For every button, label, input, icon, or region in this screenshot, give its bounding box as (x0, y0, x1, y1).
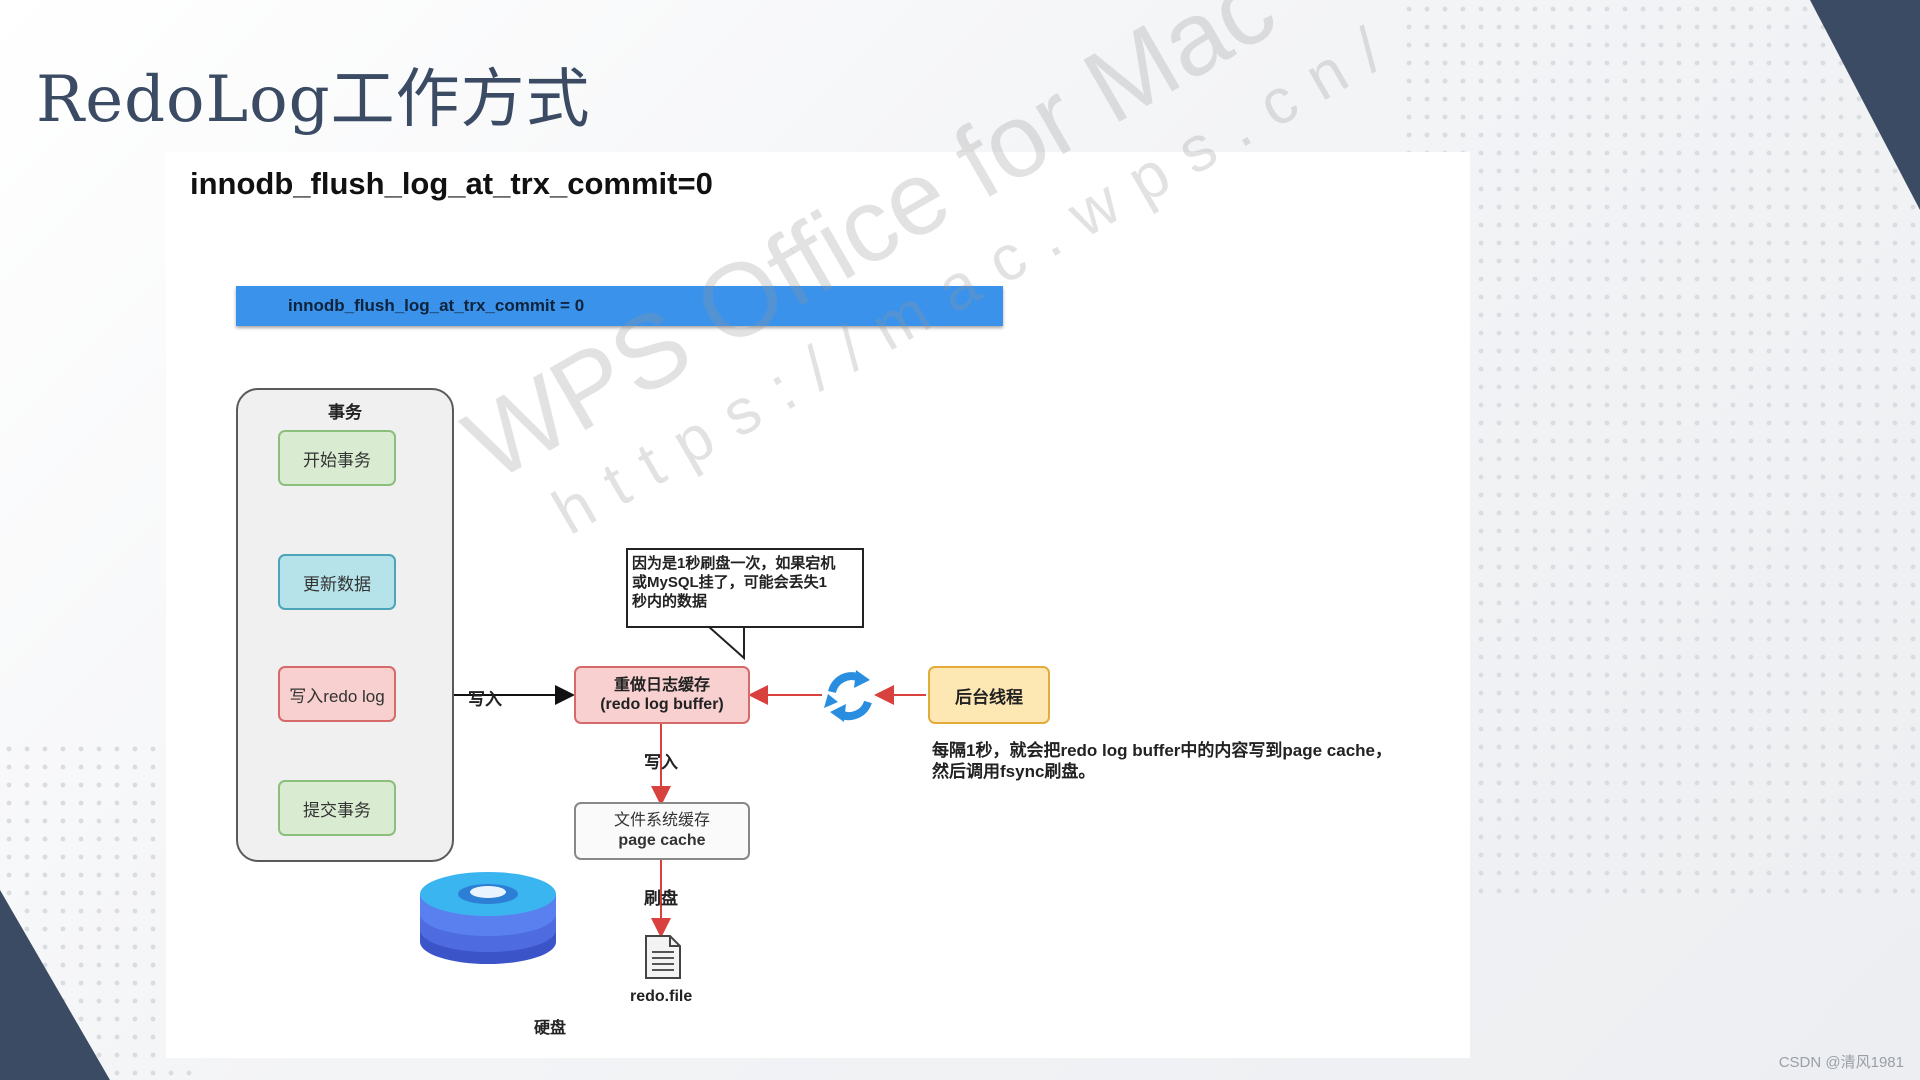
sync-icon (824, 670, 872, 722)
redo-file-label: redo.file (630, 988, 693, 1005)
page-cache: 文件系统缓存 page cache (574, 802, 750, 860)
page-cache-line1: 文件系统缓存 (613, 812, 710, 829)
setting-bar-label: innodb_flush_log_at_trx_commit = 0 (288, 296, 585, 315)
slide-title: RedoLog工作方式 (36, 63, 591, 137)
callout-tail (705, 625, 745, 661)
note-line: 然后调用fsync刷盘。 (932, 762, 1096, 781)
callout-line: 秒内的数据 (632, 593, 708, 610)
flush-note: 每隔1秒，就会把redo log buffer中的内容写到page cache，… (932, 740, 1452, 782)
step-write-redo-log: 写入redo log (278, 666, 396, 722)
write-label-2: 写入 (644, 753, 678, 772)
redo-buffer-line1: 重做日志缓存 (613, 677, 710, 694)
disk-label: 硬盘 (534, 1020, 567, 1037)
corner-decoration-bottom-left (0, 890, 110, 1080)
background-thread: 后台线程 (928, 666, 1050, 724)
corner-decoration-top-right (1810, 0, 1920, 210)
setting-bar: innodb_flush_log_at_trx_commit = 0 (236, 286, 1003, 326)
diagram-panel: innodb_flush_log_at_trx_commit=0 innodb_… (166, 0, 1470, 1058)
redo-log-buffer: 重做日志缓存 (redo log buffer) (574, 666, 750, 724)
write-label-1: 写入 (468, 690, 502, 709)
flush-label: 刷盘 (644, 889, 678, 908)
step-commit-transaction: 提交事务 (278, 780, 396, 836)
callout-line: 或MySQL挂了，可能会丢失1 (632, 574, 828, 591)
note-line: 每隔1秒，就会把redo log buffer中的内容写到page cache， (932, 741, 1392, 760)
page-cache-line2: page cache (618, 832, 706, 849)
redo-buffer-line2: (redo log buffer) (600, 696, 724, 713)
panel-heading: innodb_flush_log_at_trx_commit=0 (190, 166, 713, 201)
disk-icon (420, 872, 556, 964)
document-icon (645, 935, 681, 979)
callout-box: 因为是1秒刷盘一次，如果宕机 或MySQL挂了，可能会丢失1 秒内的数据 (626, 548, 864, 628)
callout-line: 因为是1秒刷盘一次，如果宕机 (632, 555, 836, 572)
credit-text: CSDN @清风1981 (1778, 1054, 1904, 1071)
transaction-title: 事务 (328, 403, 362, 422)
connector-layer (328, 487, 926, 979)
step-begin-transaction: 开始事务 (278, 430, 396, 486)
step-update-data: 更新数据 (278, 554, 396, 610)
